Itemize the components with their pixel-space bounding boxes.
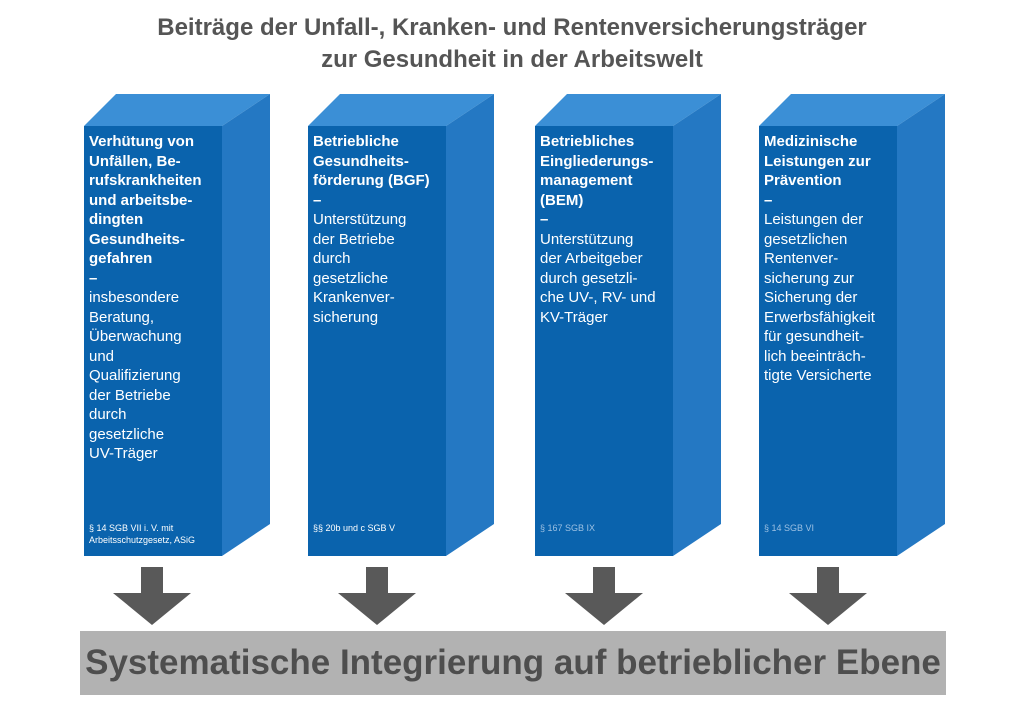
pillar-description: Leistungen der gesetzlichen Rentenver- s… — [764, 211, 875, 384]
pillar-box-3d — [308, 94, 494, 556]
pillar-heading: Betriebliches Eingliederungs- management… — [540, 133, 654, 209]
pillar-law-reference: § 14 SGB VII i. V. mit Arbeitsschutzgese… — [89, 523, 196, 545]
down-arrow-icon — [565, 567, 643, 625]
pillar-top-face — [759, 94, 945, 126]
pillar-front-face — [759, 126, 897, 556]
pillar-unfallverhuetung: Verhütung von Unfällen, Be- rufskrankhei… — [84, 94, 330, 558]
down-arrow-icon — [113, 567, 191, 625]
pillar-description: insbesondere Beratung, Überwachung und Q… — [89, 289, 182, 462]
pillar-law-reference: § 167 SGB IX — [540, 523, 596, 533]
pillar-side-face — [446, 94, 494, 556]
pillar-front-face — [84, 126, 222, 556]
pillar-law-reference: §§ 20b und c SGB V — [313, 523, 396, 533]
title-line-2: zur Gesundheit in der Arbeitswelt — [321, 46, 703, 73]
pillar-dash: – — [764, 191, 773, 209]
pillar-box-3d — [84, 94, 270, 556]
pillar-praevention: Medizinische Leistungen zur Prävention –… — [759, 94, 1005, 558]
pillar-top-face — [535, 94, 721, 126]
pillar-eingliederungsmanagement: Betriebliches Eingliederungs- management… — [535, 94, 781, 558]
pillar-top-face — [308, 94, 494, 126]
pillar-front-face — [535, 126, 673, 556]
pillar-side-face — [673, 94, 721, 556]
pillar-heading: Medizinische Leistungen zur Prävention — [764, 133, 871, 189]
pillar-box-3d — [535, 94, 721, 556]
pillar-law-reference: § 14 SGB VI — [764, 523, 815, 533]
pillar-box-3d — [759, 94, 945, 556]
down-arrow-icon — [338, 567, 416, 625]
pillar-top-face — [84, 94, 270, 126]
pillar-side-face — [897, 94, 945, 556]
pillar-dash: – — [540, 211, 549, 228]
pillar-description: Unterstützung der Arbeitgeber durch gese… — [540, 230, 656, 326]
pillar-gesundheitsfoerderung: Betriebliche Gesundheits- förderung (BGF… — [308, 94, 554, 558]
pillar-heading: Verhütung von Unfällen, Be- rufskrankhei… — [89, 133, 202, 267]
pillar-front-face — [308, 126, 446, 556]
title-line-1: Beiträge der Unfall-, Kranken- und Rente… — [157, 14, 867, 41]
pillar-heading: Betriebliche Gesundheits- förderung (BGF… — [313, 133, 430, 189]
pillar-dash: – — [313, 191, 322, 209]
pillar-side-face — [222, 94, 270, 556]
diagram-title: Beiträge der Unfall-, Kranken- und Rente… — [0, 12, 1024, 76]
down-arrow-icon — [789, 567, 867, 625]
pillar-dash: – — [89, 269, 98, 287]
pillar-description: Unterstützung der Betriebe durch gesetzl… — [313, 211, 407, 326]
integration-banner: Systematische Integrierung auf betriebli… — [80, 631, 946, 695]
